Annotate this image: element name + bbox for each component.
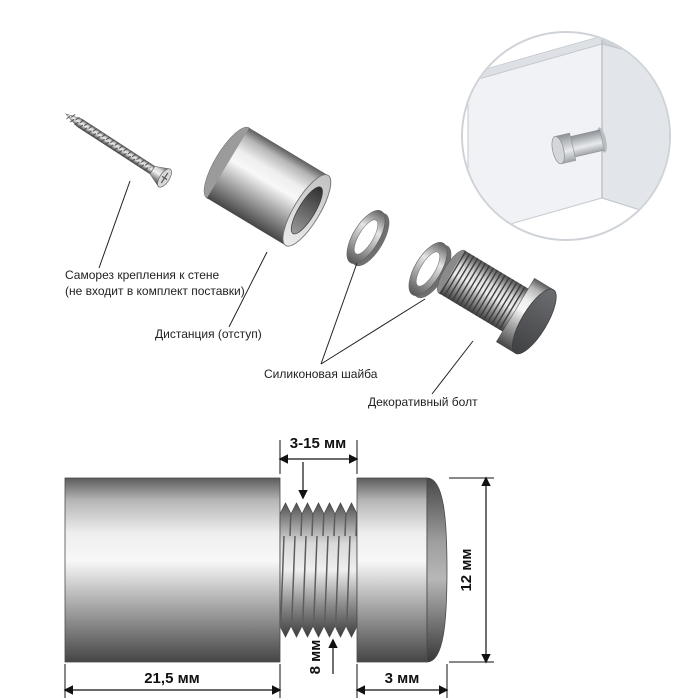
screw-illustration xyxy=(65,111,172,188)
washer-hole xyxy=(415,251,441,287)
leader-line-screw xyxy=(98,180,131,269)
dim-cap-thickness: 3 мм xyxy=(355,664,449,698)
body-profile xyxy=(64,477,281,663)
phillips-cross-icon xyxy=(160,172,169,184)
washer-hole xyxy=(353,219,379,255)
bolt-label: Декоративный болт xyxy=(368,395,478,409)
spacer-label: Дистанция (отступ) xyxy=(155,327,262,341)
silicone-washer-2 xyxy=(408,242,452,299)
dim-thread-diameter: 8 мм xyxy=(307,638,338,675)
dimension-drawing: 3-15 мм 12 мм 21,5 мм 8 мм 3 мм xyxy=(63,435,494,698)
inset-standoff xyxy=(551,127,607,165)
leader-line-bolt xyxy=(431,340,474,395)
bolt-cap-face xyxy=(512,288,557,355)
bolt-thread-texture xyxy=(439,250,529,332)
inset-scene xyxy=(467,35,669,237)
dim-cap-diameter: 12 мм xyxy=(449,476,494,664)
leader-line-washer-1 xyxy=(320,262,358,365)
bolt-illustration xyxy=(437,249,557,355)
thread-texture xyxy=(280,503,357,637)
exploded-view: Саморез крепления к стене (не входит в к… xyxy=(65,111,557,409)
standoff-cap-face xyxy=(551,136,565,165)
thread-range-value: 3-15 мм xyxy=(290,435,346,452)
leader-line-washer-2 xyxy=(320,298,426,365)
cap-dome xyxy=(426,477,448,663)
screw-label-line2: (не входит в комплект поставки) xyxy=(65,284,245,298)
silicone-washer-1 xyxy=(346,210,390,267)
dim-thread-range: 3-15 мм xyxy=(278,435,359,500)
mounting-inset xyxy=(461,31,671,241)
cap-profile xyxy=(356,477,428,663)
washer-label: Силиконовая шайба xyxy=(264,367,378,381)
spacer-bore xyxy=(290,186,323,235)
cap-thickness-value: 3 мм xyxy=(385,670,420,687)
wall-right-face xyxy=(601,43,669,221)
body-length-value: 21,5 мм xyxy=(144,670,200,687)
spacer-illustration xyxy=(203,126,332,247)
dim-body-length: 21,5 мм xyxy=(63,664,282,698)
screw-label-line1: Саморез крепления к стене xyxy=(65,268,219,282)
thread-diameter-value: 8 мм xyxy=(307,640,324,675)
screw-thread-texture xyxy=(66,111,153,173)
cap-diameter-value: 12 мм xyxy=(458,548,475,591)
leader-line-spacer xyxy=(228,251,268,328)
